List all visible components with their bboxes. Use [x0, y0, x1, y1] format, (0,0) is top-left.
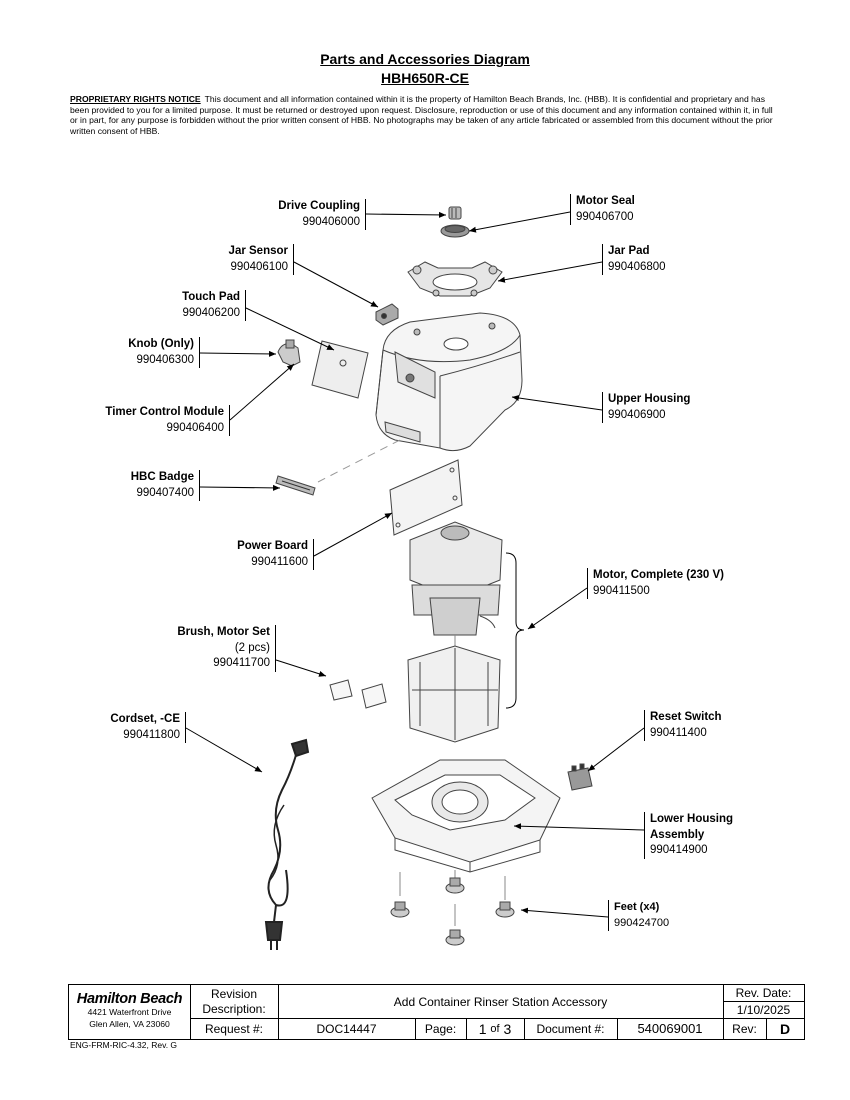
jar-sensor-drawing — [375, 303, 399, 326]
part-number: 990406400 — [166, 421, 224, 434]
part-name: Drive Coupling — [278, 200, 360, 212]
label-timer-control-module: Timer Control Module 990406400 — [105, 405, 230, 436]
label-knob: Knob (Only) 990406300 — [128, 337, 200, 368]
page-title: Parts and Accessories Diagram — [320, 51, 530, 67]
label-jar-sensor: Jar Sensor 990406100 — [229, 244, 294, 275]
label-lower-housing: Lower Housing Assembly 990414900 — [644, 812, 733, 859]
part-name: Power Board — [237, 540, 308, 552]
part-name: Knob (Only) — [128, 338, 194, 350]
upper-housing-drawing — [375, 312, 523, 452]
motor-drawing — [409, 521, 503, 655]
label-motor-seal: Motor Seal 990406700 — [570, 194, 635, 225]
company-logo: Hamilton Beach — [76, 991, 183, 1007]
part-number: 990411800 — [123, 728, 180, 741]
label-jar-pad: Jar Pad 990406800 — [602, 244, 666, 275]
label-motor-complete: Motor, Complete (230 V) 990411500 — [587, 568, 724, 599]
lower-housing-drawing — [371, 759, 561, 873]
knob-drawing — [277, 339, 301, 367]
motor-frame-drawing — [407, 645, 501, 743]
page-number: 1 — [478, 1020, 487, 1037]
part-number: 990406200 — [182, 306, 240, 319]
part-number: 990411500 — [593, 584, 650, 597]
part-name: Lower Housing — [650, 813, 734, 825]
rev-label: Rev: — [732, 1021, 757, 1036]
document-number: 540069001 — [637, 1021, 703, 1036]
part-name: Upper Housing — [608, 393, 691, 405]
part-name: Motor, Complete (230 V) — [593, 569, 724, 581]
part-name: Feet (x4) — [614, 901, 660, 913]
cordset-drawing — [264, 738, 310, 950]
page-indicator: 1 of 3 — [466, 1018, 524, 1039]
form-number: ENG-FRM-RIC-4.32, Rev. G — [70, 1040, 178, 1050]
label-drive-coupling: Drive Coupling 990406000 — [278, 199, 366, 230]
title-block: Hamilton Beach 4421 Waterfront Drive Gle… — [68, 984, 805, 1040]
label-reset-switch: Reset Switch 990411400 — [644, 710, 722, 741]
part-number: 990411700 — [213, 657, 270, 669]
rev-date-label: Rev. Date: — [735, 986, 792, 1000]
page-label: Page: — [424, 1021, 457, 1036]
part-name-line2: Assembly — [650, 828, 705, 841]
label-upper-housing: Upper Housing 990406900 — [602, 392, 690, 423]
part-number: 990406000 — [302, 215, 360, 228]
part-name: Touch Pad — [182, 291, 240, 303]
power-board-drawing — [389, 459, 463, 536]
part-number: 990424700 — [614, 916, 670, 929]
label-cordset: Cordset, -CE 990411800 — [110, 712, 186, 743]
rev-letter: D — [779, 1020, 791, 1037]
part-name: Motor Seal — [576, 195, 635, 207]
description-label: Description: — [202, 1001, 266, 1016]
company-address-1: 4421 Waterfront Drive — [87, 1007, 172, 1017]
page-of: of — [490, 1022, 500, 1035]
part-number: 990411600 — [251, 555, 308, 568]
company-address-2: Glen Allen, VA 23060 — [89, 1019, 170, 1029]
part-quantity: (2 pcs) — [234, 641, 270, 654]
label-power-board: Power Board 990411600 — [237, 539, 314, 570]
touch-pad-drawing — [311, 340, 369, 399]
request-label: Request #: — [204, 1021, 264, 1036]
rev-date: 1/10/2025 — [736, 1002, 791, 1017]
label-brush-motor-set: Brush, Motor Set (2 pcs) 990411700 — [177, 625, 276, 672]
part-name: Brush, Motor Set — [177, 626, 270, 638]
part-name: Cordset, -CE — [110, 713, 180, 725]
revision-label: Revision — [210, 986, 258, 1001]
label-touch-pad: Touch Pad 990406200 — [182, 290, 246, 321]
request-number: DOC14447 — [316, 1021, 377, 1036]
part-number: 990411400 — [650, 726, 707, 739]
part-name: Jar Pad — [608, 245, 650, 257]
notice-text: This document and all information contai… — [70, 94, 773, 136]
part-number: 990406100 — [230, 260, 288, 273]
part-name: Timer Control Module — [105, 406, 224, 418]
reset-switch-drawing — [567, 763, 593, 791]
part-name: HBC Badge — [130, 471, 194, 483]
part-number: 990406800 — [608, 260, 666, 273]
model-number: HBH650R-CE — [381, 70, 469, 86]
part-number: 990406900 — [608, 408, 666, 421]
part-number: 990406300 — [136, 353, 194, 366]
feet-drawing — [390, 870, 515, 946]
page-total: 3 — [503, 1020, 512, 1037]
document-label: Document #: — [536, 1021, 605, 1036]
motor-seal-drawing — [440, 224, 470, 238]
part-number: 990407400 — [136, 486, 194, 499]
part-name: Reset Switch — [650, 711, 722, 723]
label-hbc-badge: HBC Badge 990407400 — [131, 470, 200, 501]
revision-description: Add Container Rinser Station Accessory — [393, 994, 608, 1009]
jar-pad-drawing — [407, 261, 503, 297]
drive-coupling-drawing — [448, 206, 462, 220]
notice-title: PROPRIETARY RIGHTS NOTICE — [70, 94, 201, 104]
label-feet: Feet (x4) 990424700 — [608, 900, 669, 931]
brush-drawing — [329, 679, 387, 709]
hbc-badge-drawing — [275, 475, 316, 496]
part-number: 990414900 — [650, 844, 708, 856]
part-name: Jar Sensor — [228, 245, 288, 257]
part-number: 990406700 — [576, 210, 634, 223]
